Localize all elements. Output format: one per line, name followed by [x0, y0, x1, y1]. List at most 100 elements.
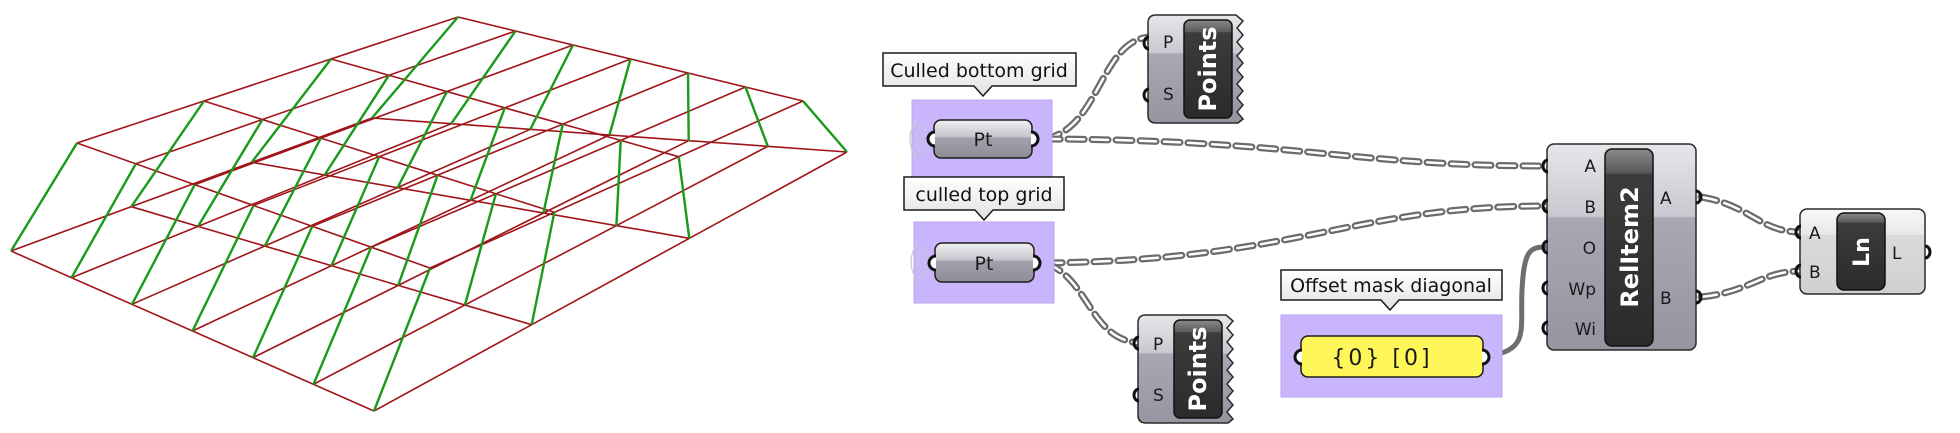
bottom-grid-line: [373, 151, 848, 412]
component-title: Points: [1184, 326, 1212, 411]
top-grid-line: [203, 100, 555, 214]
component-title-panel: [1604, 148, 1654, 347]
wire-top-pt-to-points-bottom[interactable]: [1042, 259, 1144, 347]
wire-relitem-a-to-ln-a[interactable]: [1697, 193, 1804, 236]
diagonal-connector-line: [802, 100, 848, 153]
diagonal-connector-line: [371, 16, 459, 119]
group-label: Culled bottom grid: [890, 60, 1068, 82]
top-grid-line: [253, 58, 631, 207]
top-grid-line: [311, 72, 689, 228]
group-label-bubble: culled top grid: [903, 176, 1065, 222]
grasshopper-canvas[interactable]: Culled bottom grid Pt culled top grid: [870, 0, 1960, 433]
param-label: Pt: [974, 129, 993, 151]
bottom-grid-line: [71, 122, 452, 279]
bottom-grid-line: [313, 145, 769, 386]
output-grip[interactable]: [1030, 130, 1040, 148]
input-label-wi: Wi: [1575, 320, 1596, 340]
component-title-panel: [1836, 212, 1886, 291]
input-grip-wi[interactable]: [1541, 320, 1549, 336]
diagonal-connector-line: [312, 246, 373, 385]
wire-relitem-b-to-ln-b[interactable]: [1697, 267, 1804, 301]
input-grip-a[interactable]: [1541, 158, 1549, 174]
output-grip-a[interactable]: [1695, 189, 1703, 205]
diagonal-connector-line: [330, 156, 381, 267]
output-grip[interactable]: [1481, 348, 1491, 366]
inputs: A B O Wp Wi: [1541, 157, 1596, 340]
pt-param-bottom[interactable]: Pt: [909, 118, 1040, 160]
input-label-o: O: [1583, 239, 1596, 259]
diagonal-connector-line: [372, 267, 432, 412]
diagonal-connector-line: [686, 72, 690, 141]
input-grip-o[interactable]: [1541, 239, 1549, 255]
input-label-a: A: [1584, 157, 1596, 177]
wire-offset-panel-to-relitem-o[interactable]: [1487, 244, 1547, 359]
input-grip-wp[interactable]: [1541, 280, 1549, 296]
wire-bottom-pt-to-points-top[interactable]: [1040, 33, 1154, 143]
input-grip-b[interactable]: [1541, 198, 1549, 214]
wireless-signal-icon: [910, 241, 929, 283]
input-label-b: B: [1809, 263, 1821, 283]
group-label-bubble: Culled bottom grid: [882, 52, 1077, 98]
diagonal-connector-line: [396, 91, 448, 189]
group-label: culled top grid: [915, 184, 1052, 206]
input-grip-p[interactable]: [1132, 335, 1140, 351]
diagonal-connector-line: [608, 58, 632, 136]
input-grip-b[interactable]: [1794, 263, 1802, 279]
group-offset-mask-diagonal[interactable]: Offset mask diagonal {0} [0]: [1280, 269, 1503, 398]
outputs: A B: [1660, 189, 1703, 309]
diagonal-connector-line: [9, 142, 79, 252]
component-title: Points: [1194, 26, 1222, 111]
top-grid-line: [370, 86, 746, 248]
diagonal-connector-line: [677, 156, 691, 239]
diagonal-connector-line: [615, 140, 622, 226]
output-label-l: L: [1892, 244, 1902, 264]
wires: [1040, 33, 1804, 359]
output-grip[interactable]: [1032, 254, 1042, 272]
diagonal-connector-line: [530, 212, 556, 325]
relitem2-component[interactable]: RelItem2 A B O Wp Wi A B: [1541, 143, 1703, 351]
input-grip-s[interactable]: [1132, 387, 1140, 403]
diagonal-connector-line: [463, 193, 498, 306]
input-label-s: S: [1163, 85, 1174, 105]
component-title-panel: [1183, 19, 1233, 119]
wire-bottom-pt-to-relitem-a[interactable]: [1040, 135, 1550, 170]
panel-text: {0} [0]: [1331, 346, 1432, 371]
component-title: RelItem2: [1616, 186, 1644, 307]
output-grip-l[interactable]: [1924, 244, 1932, 260]
rhino-viewport[interactable]: [0, 0, 870, 433]
input-grip[interactable]: [927, 254, 937, 272]
wireframe-geometry: [9, 16, 848, 412]
diagonal-connector-line: [130, 100, 205, 208]
input-grip-p[interactable]: [1142, 35, 1150, 51]
top-grid-line: [194, 44, 574, 186]
input-label-b: B: [1584, 198, 1596, 218]
wire-top-pt-to-relitem-b[interactable]: [1042, 202, 1550, 267]
line-component[interactable]: Ln A B L: [1794, 208, 1932, 295]
input-label-a: A: [1809, 224, 1821, 244]
input-grip-s[interactable]: [1142, 87, 1150, 103]
diagonal-connector-line: [251, 225, 314, 359]
group-label-bubble: Offset mask diagonal: [1280, 269, 1503, 312]
component-title-panel: [1173, 319, 1223, 419]
group-culled-bottom-grid[interactable]: Culled bottom grid Pt: [882, 52, 1077, 179]
input-grip[interactable]: [926, 130, 936, 148]
pt-param-top[interactable]: Pt: [910, 241, 1042, 283]
input-grip-a[interactable]: [1794, 224, 1802, 240]
output-grip-b[interactable]: [1695, 289, 1703, 305]
group-culled-top-grid[interactable]: culled top grid Pt: [903, 176, 1065, 304]
input-grip[interactable]: [1293, 348, 1303, 366]
wireless-signal-icon: [909, 118, 928, 160]
panel-offset-value[interactable]: {0} [0]: [1293, 335, 1491, 378]
output-label-b: B: [1660, 289, 1672, 309]
bottom-grid-line: [131, 128, 531, 306]
points-component-bottom[interactable]: Points P S: [1132, 314, 1235, 424]
top-grid-line: [429, 100, 804, 269]
diagonal-connector-line: [542, 123, 564, 214]
group-label: Offset mask diagonal: [1290, 275, 1492, 297]
grid-lines: [10, 16, 848, 412]
points-component-top[interactable]: Points P S: [1142, 14, 1245, 124]
input-label-s: S: [1153, 386, 1164, 406]
output-label-a: A: [1660, 189, 1672, 209]
top-grid-line: [76, 16, 459, 144]
input-label-p: P: [1163, 33, 1173, 53]
